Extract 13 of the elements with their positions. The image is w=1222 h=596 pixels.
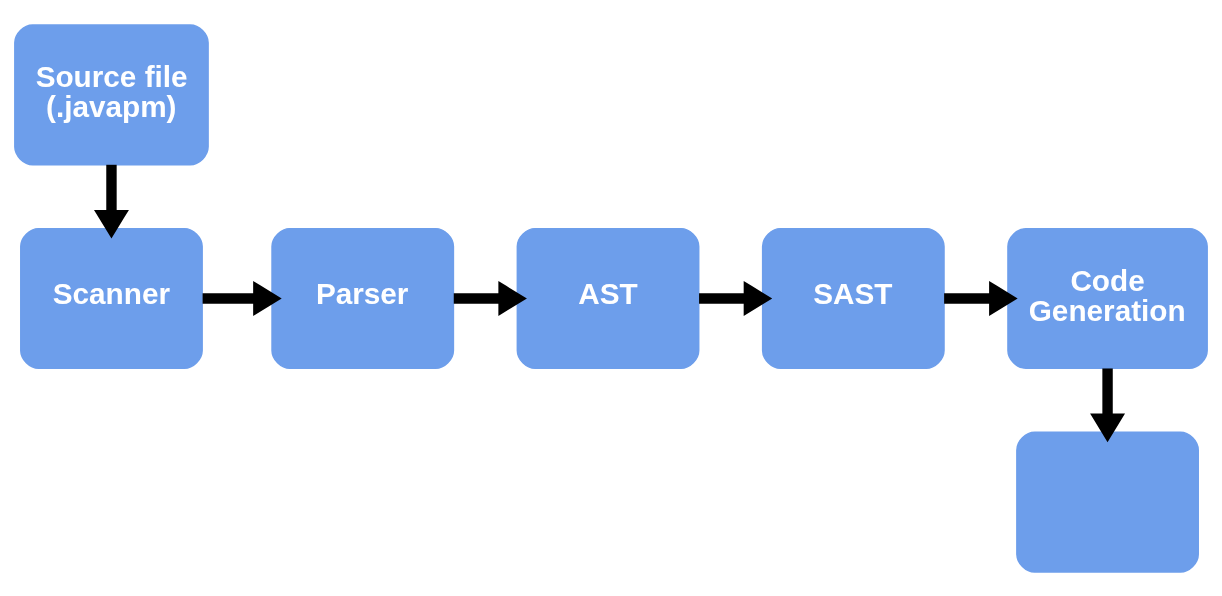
node-box: Parser: [271, 227, 455, 369]
arrow: [944, 280, 1018, 316]
node-box: Code Generation: [1007, 227, 1208, 369]
node-box: Scanner: [20, 227, 203, 369]
node-box: AST: [516, 227, 700, 369]
arrow: [699, 280, 773, 316]
node-box: Source file (.javapm): [14, 23, 209, 165]
arrow: [1090, 367, 1126, 442]
node-box: [1016, 431, 1199, 573]
node-box: SAST: [761, 227, 945, 369]
arrow: [202, 280, 282, 316]
arrow: [453, 280, 527, 316]
arrow: [94, 164, 129, 238]
